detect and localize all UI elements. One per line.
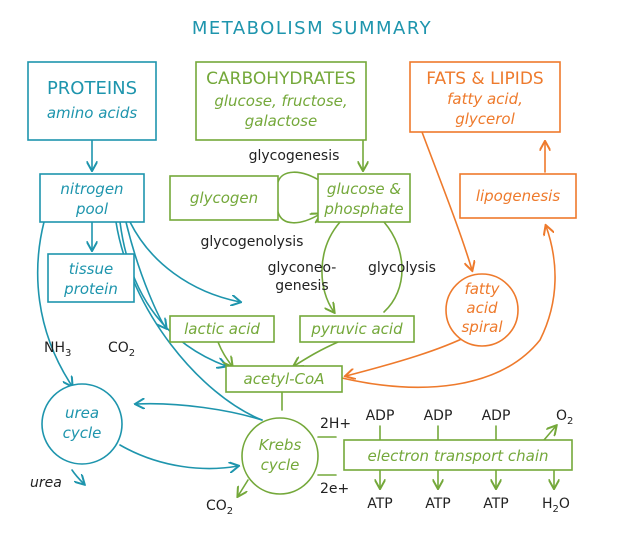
nitrogen-pool-line2: pool <box>75 200 109 218</box>
glycogen-box <box>169 175 279 221</box>
pyruvic-acid-box <box>299 315 415 343</box>
proteins-title: PROTEINS <box>47 78 137 99</box>
adp-label-2: ADP <box>424 408 453 424</box>
urea-cycle-line2: cycle <box>63 424 102 442</box>
acetyl-coa-label: acetyl-CoA <box>244 370 325 388</box>
proteins-subtitle: amino acids <box>47 104 138 122</box>
electron-transport-chain-box <box>343 439 573 471</box>
o2-label: O2 <box>556 408 573 427</box>
glycogenolysis-label: glycogenolysis <box>201 234 304 250</box>
arrow-o2 <box>543 426 556 441</box>
co2-label-top: CO2 <box>108 340 135 359</box>
fatty-acid-spiral-line1: fatty <box>464 280 500 298</box>
tissue-protein-line2: protein <box>63 280 118 298</box>
urea-cycle-circle <box>41 383 123 465</box>
arrow-krebs-to-urea <box>136 404 263 421</box>
urea-output-label: urea <box>30 475 62 491</box>
pyruvic-acid-label: pyruvic acid <box>310 320 403 338</box>
atp-label-1: ATP <box>367 496 392 512</box>
krebs-cycle-line2: cycle <box>261 456 300 474</box>
h2o-label: H2O <box>542 496 570 515</box>
glucose-phosphate-box <box>317 173 411 223</box>
fats-lipids-title: FATS & LIPIDS <box>426 69 543 89</box>
proteins-box <box>27 61 157 141</box>
glycogenesis-label: glycogenesis <box>249 148 340 164</box>
arrow-urea-to-krebs <box>119 444 238 468</box>
arrow-glycolysis-left <box>321 221 341 312</box>
nitrogen-pool-line1: nitrogen <box>60 180 123 198</box>
urea-cycle-line1: urea <box>65 404 99 422</box>
atp-label-2: ATP <box>425 496 450 512</box>
h-plus-label: 2H+ <box>320 416 351 432</box>
carbohydrates-line3: galactose <box>245 112 317 130</box>
e-plus-label: 2e+ <box>320 481 349 497</box>
lipogenesis-box <box>459 173 577 219</box>
arrow-krebs-co2 <box>238 479 249 496</box>
nh3-label: NH3 <box>44 340 71 359</box>
atp-label-3: ATP <box>483 496 508 512</box>
arrow-nitrogen-to-pyruvic <box>129 221 240 302</box>
arrow-lactic-to-acetyl <box>217 341 232 366</box>
krebs-cycle-circle <box>241 417 319 495</box>
acetyl-coa-box <box>225 365 343 393</box>
adp-label-1: ADP <box>366 408 395 424</box>
tissue-protein-box <box>47 253 135 303</box>
arc-glycogenolysis <box>277 211 320 224</box>
carbohydrates-title: CARBOHYDRATES <box>206 69 356 89</box>
arrow-acetyl-to-lipogenesis <box>341 226 556 389</box>
glycolysis-label: glycolysis <box>368 260 436 276</box>
arc-glycogenesis <box>277 171 323 183</box>
arc-glycolysis-right <box>383 221 403 313</box>
arrow-nitrogen-to-acetyl <box>119 221 226 366</box>
lactic-acid-box <box>169 315 275 343</box>
arrow-nitrogen-to-urea <box>36 221 72 386</box>
lactic-acid-label: lactic acid <box>184 320 260 338</box>
arrow-pyruvic-to-acetyl <box>294 341 339 366</box>
fats-lipids-box <box>409 61 561 133</box>
co2-label-bottom: CO2 <box>206 498 233 517</box>
adp-label-3: ADP <box>482 408 511 424</box>
fatty-acid-spiral-line3: spiral <box>461 318 503 336</box>
lipogenesis-label: lipogenesis <box>476 187 561 205</box>
fatty-acid-spiral-line2: acid <box>466 299 498 317</box>
page-title: METABOLISM SUMMARY <box>192 18 432 39</box>
carbohydrates-box <box>195 61 367 141</box>
arrow-fats-to-spiral <box>421 131 472 270</box>
krebs-cycle-line1: Krebs <box>259 436 302 454</box>
nitrogen-pool-box <box>39 173 145 223</box>
glyconeogenesis-label-1: glyconeo- <box>268 260 337 276</box>
arrow-urea-out <box>71 469 84 484</box>
fatty-acid-spiral-circle <box>445 273 519 347</box>
arrow-spiral-to-acetyl <box>346 334 471 376</box>
tissue-protein-line1: tissue <box>69 260 113 278</box>
fats-lipids-line2: fatty acid, <box>447 90 523 108</box>
electron-transport-chain-label: electron transport chain <box>367 447 548 465</box>
glyconeogenesis-label-2: genesis <box>275 278 328 294</box>
fats-lipids-line3: glycerol <box>455 110 515 128</box>
glucose-phosphate-line2: phosphate <box>323 200 403 218</box>
carbohydrates-line2: glucose, fructose, <box>214 92 347 110</box>
glucose-phosphate-line1: glucose & <box>327 180 401 198</box>
glycogen-label: glycogen <box>190 189 258 207</box>
